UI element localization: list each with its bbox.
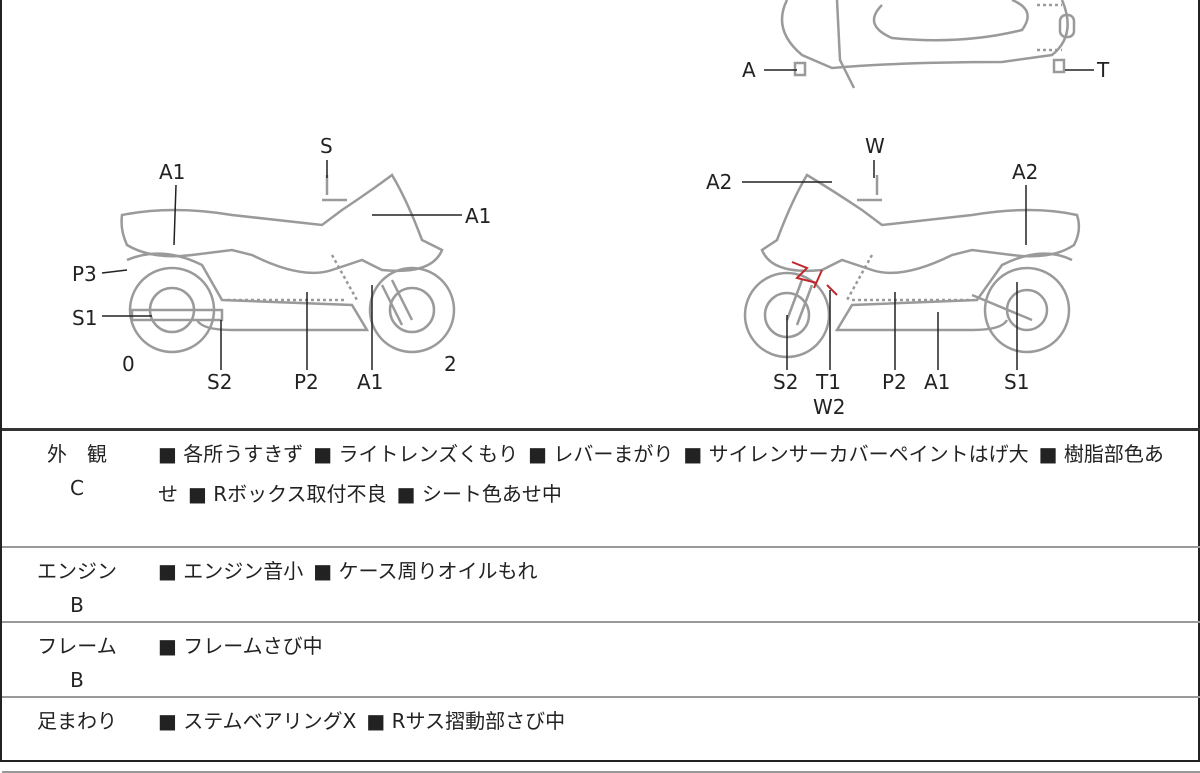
items-cell: ■ ステムベアリングX ■ Rサス摺動部さび中 <box>152 698 1200 771</box>
row-frame: フレーム B ■ フレームさび中 <box>2 623 1200 698</box>
category-label: フレーム <box>37 634 117 658</box>
label-s1: S1 <box>1004 370 1030 394</box>
label-a2: A2 <box>1012 160 1039 184</box>
label-top-a: A <box>742 58 756 82</box>
category-label: エンジン <box>37 559 117 583</box>
category-label: 足まわり <box>37 709 117 733</box>
grade: B <box>70 593 84 617</box>
scooter-outline-drawings <box>101 0 1094 370</box>
label-w: W <box>865 134 885 158</box>
label-top-t: T <box>1097 58 1110 82</box>
item: ■ ケース周りオイルもれ <box>313 559 538 583</box>
grade: B <box>70 668 84 692</box>
category-label: 外 観 <box>47 442 107 466</box>
item: ■ ステムベアリングX <box>158 709 357 733</box>
label-a2: A2 <box>706 170 733 194</box>
item: ■ Rボックス取付不良 <box>188 482 387 506</box>
category-cell: エンジン B <box>2 548 152 621</box>
damage-mark <box>791 261 838 296</box>
condition-diagram: A T S A1 A1 P3 S1 0 S2 P2 A1 2 W A2 A2 S… <box>2 0 1200 428</box>
item: ■ 樹脂部色あせ <box>158 442 1164 506</box>
items-cell: ■ 各所うすきず ■ ライトレンズくもり ■ レバーまがり ■ サイレンサーカバーペイ… <box>152 431 1200 546</box>
grade: C <box>70 476 84 500</box>
label-p2: P2 <box>294 370 319 394</box>
item: ■ エンジン音小 <box>158 559 304 583</box>
label-2: 2 <box>444 352 457 376</box>
condition-table: 外 観 C ■ 各所うすきず ■ ライトレンズくもり ■ レバーまがり ■ サイレンサー… <box>2 428 1200 773</box>
items-cell: ■ エンジン音小 ■ ケース周りオイルもれ <box>152 548 1200 621</box>
label-w2: W2 <box>813 395 846 419</box>
item: ■ レバーまがり <box>528 442 674 466</box>
row-engine: エンジン B ■ エンジン音小 ■ ケース周りオイルもれ <box>2 548 1200 623</box>
item: ■ フレームさび中 <box>158 634 323 658</box>
label-p2: P2 <box>882 370 907 394</box>
row-exterior: 外 観 C ■ 各所うすきず ■ ライトレンズくもり ■ レバーまがり ■ サイレンサー… <box>2 431 1200 548</box>
label-a1: A1 <box>159 160 186 184</box>
item: ■ Rサス摺動部さび中 <box>366 709 566 733</box>
label-t1: T1 <box>816 370 841 394</box>
item: ■ シート色あせ中 <box>396 482 562 506</box>
right-view-scooter <box>743 173 1081 359</box>
item: ■ 各所うすきず <box>158 442 304 466</box>
item: ■ サイレンサーカバーペイントはげ大 <box>683 442 1029 466</box>
top-view-scooter <box>780 0 1076 89</box>
label-p3: P3 <box>72 262 97 286</box>
items-cell: ■ フレームさび中 <box>152 623 1200 696</box>
label-s2: S2 <box>207 370 233 394</box>
item: ■ ライトレンズくもり <box>313 442 519 466</box>
left-view-scooter <box>120 173 456 354</box>
leader-lines <box>101 69 1094 370</box>
category-cell: フレーム B <box>2 623 152 696</box>
label-a1: A1 <box>465 204 492 228</box>
label-a1: A1 <box>357 370 384 394</box>
label-s1: S1 <box>72 306 98 330</box>
label-s2: S2 <box>773 370 799 394</box>
label-0: 0 <box>122 352 135 376</box>
category-cell: 足まわり <box>2 698 152 771</box>
category-cell: 外 観 C <box>2 431 152 546</box>
label-s: S <box>320 134 333 158</box>
row-suspension: 足まわり ■ ステムベアリングX ■ Rサス摺動部さび中 <box>2 698 1200 773</box>
label-a1: A1 <box>924 370 951 394</box>
